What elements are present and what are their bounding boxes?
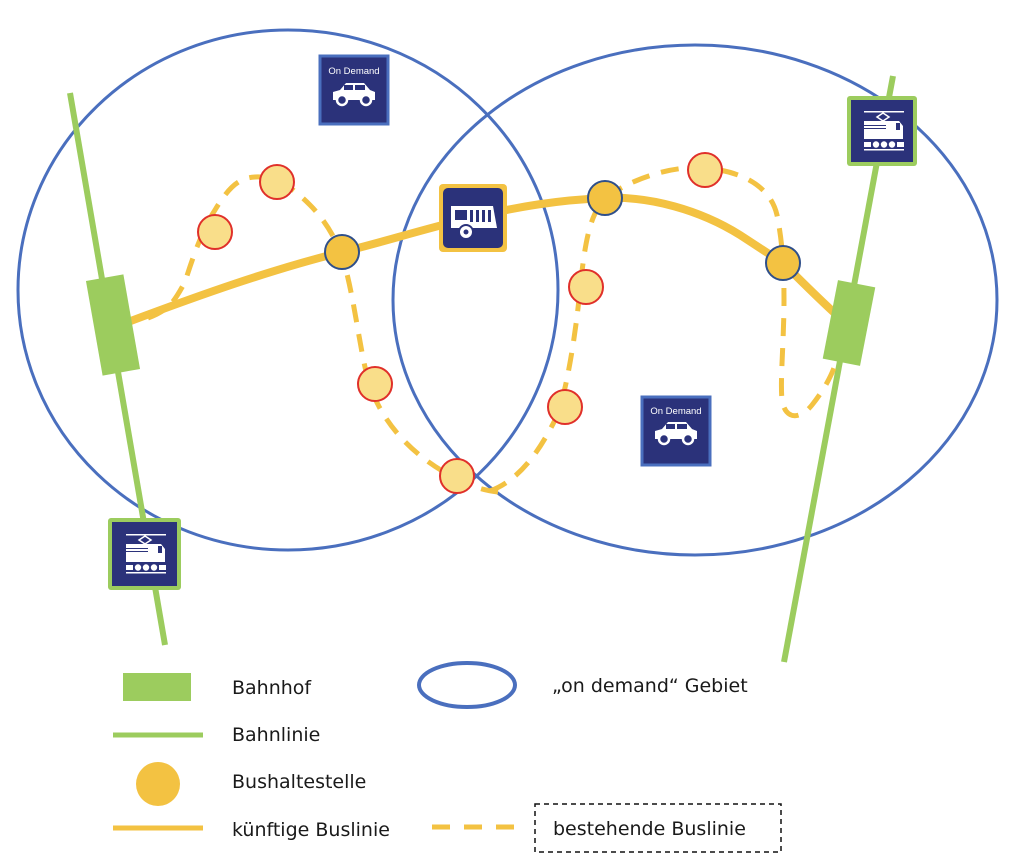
on-demand-label: On Demand [650,406,701,417]
legend-existing-bus-label: bestehende Buslinie [553,818,746,840]
car-icon [655,422,697,446]
train-icon [864,111,904,151]
legend-bus-stop-label: Bushaltestelle [232,771,366,793]
existing-stop [259,164,295,200]
existing-stop [687,152,723,188]
existing-stop [547,389,583,425]
on-demand-sign-bottom: On Demand [640,395,712,467]
legend-existing-bus-box [534,803,782,853]
legend-rail-label: Bahnlinie [232,724,320,746]
station-right [822,280,876,366]
bus-sign [439,184,507,252]
legend-bus-stop-swatch [136,762,180,806]
bus-stops [324,180,801,281]
legend-zone-label: „on demand“ Gebiet [552,675,748,697]
bus-stop [324,234,360,270]
legend-zone-swatch [417,661,517,709]
existing-stop [568,269,604,305]
train-icon [126,534,166,574]
existing-bus-line-right [489,165,838,494]
station-left [85,274,141,376]
train-sign-right [847,96,917,166]
rail-line-right [781,75,896,663]
car-icon [333,83,375,107]
existing-stop [357,366,393,402]
on-demand-zone-right [391,43,999,557]
bus-icon [451,206,497,240]
legend-future-bus-label: künftige Buslinie [232,819,390,841]
on-demand-zone-left [16,28,560,552]
train-sign-left [108,518,181,590]
bus-stop [587,180,623,216]
existing-stop [197,214,233,250]
on-demand-label: On Demand [328,66,379,77]
legend: Bahnhof Bahnlinie Bushaltestelle künftig… [113,661,782,853]
legend-station-label: Bahnhof [232,677,312,699]
existing-stops [197,152,723,494]
existing-stop [439,458,475,494]
legend-station-swatch [123,673,191,701]
on-demand-sign-top: On Demand [318,54,390,126]
bus-stop [765,245,801,281]
existing-bus-line-left [147,174,499,495]
